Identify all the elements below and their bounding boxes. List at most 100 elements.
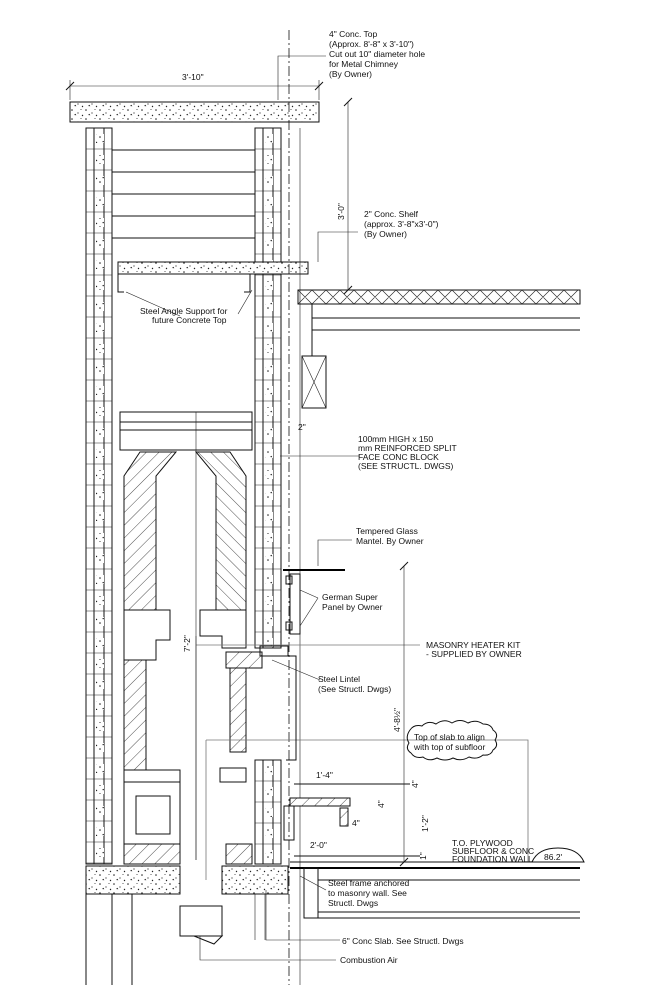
- block-core: [96, 176, 104, 185]
- floor-joist-upper: [297, 289, 581, 409]
- block-core: [265, 808, 273, 817]
- block-core: [96, 659, 104, 668]
- block-core: [265, 850, 273, 859]
- block-core: [96, 617, 104, 626]
- block-core: [96, 407, 104, 416]
- note-conc-shelf: 2" Conc. Shelf (approx. 3'-8"x3'-0") (By…: [364, 209, 441, 239]
- annotations: 3'-10" 4" Conc. Top (Approx. 8'-8" x 3'-…: [140, 29, 563, 965]
- block-core: [96, 575, 104, 584]
- heater-firebox: [123, 451, 263, 865]
- dim-upper-height: [343, 97, 353, 295]
- block-core: [265, 533, 273, 542]
- dim-1-4: 1'-4": [316, 770, 333, 780]
- block-core: [265, 386, 273, 395]
- note-steel-frame: Steel frame anchored to masonry wall. Se…: [328, 878, 412, 908]
- note-glass-mantel: Tempered Glass Mantel. By Owner: [356, 526, 424, 546]
- block-core: [96, 764, 104, 773]
- dim-mantel-height-label: 4'-8½": [392, 708, 402, 732]
- dim-1: 1": [418, 852, 428, 860]
- block-core: [265, 449, 273, 458]
- block-core: [96, 344, 104, 353]
- note-steel-angle: Steel Angle Support for future Concrete …: [140, 306, 230, 325]
- left-block-wall: [85, 127, 113, 878]
- block-core: [96, 491, 104, 500]
- block-core: [96, 155, 104, 164]
- block-core: [96, 281, 104, 290]
- block-core: [96, 260, 104, 269]
- note-heater-kit: MASONRY HEATER KIT - SUPPLIED BY OWNER: [426, 640, 523, 659]
- block-core: [265, 512, 273, 521]
- block-core: [96, 197, 104, 206]
- block-core: [265, 575, 273, 584]
- dim-upper-height-label: 3'-0": [336, 203, 346, 220]
- block-core: [265, 218, 273, 227]
- upper-chamber-boards: [112, 149, 255, 239]
- block-core: [96, 365, 104, 374]
- block-core: [96, 302, 104, 311]
- floor-lower: [290, 861, 580, 919]
- block-core: [96, 470, 104, 479]
- glass-mantel: [259, 569, 345, 761]
- block-core: [265, 302, 273, 311]
- dim-mantel-height: [399, 561, 409, 867]
- note-slab-align: Top of slab to align with top of subfloo…: [413, 732, 487, 752]
- note-conc-slab: 6" Conc Slab. See Structl. Dwgs: [342, 936, 464, 946]
- bottom-slab: [85, 865, 289, 985]
- slab-note-cloud: [406, 720, 498, 761]
- elevation-label: 86.2': [544, 852, 563, 862]
- block-core: [265, 155, 273, 164]
- dim-4c: 4": [352, 818, 360, 828]
- note-steel-lintel: Steel Lintel (See Structl. Dwgs): [318, 674, 391, 694]
- leader-lines: [125, 55, 360, 961]
- block-core: [265, 638, 273, 647]
- block-core: [265, 407, 273, 416]
- block-core: [265, 281, 273, 290]
- dim-4b: 4": [376, 800, 386, 808]
- block-core: [96, 785, 104, 794]
- block-core: [96, 806, 104, 815]
- block-core: [265, 365, 273, 374]
- block-core: [265, 134, 273, 143]
- block-core: [96, 323, 104, 332]
- dim-2-0: 2'-0": [310, 840, 327, 850]
- block-core: [96, 680, 104, 689]
- block-core: [96, 722, 104, 731]
- block-core: [96, 701, 104, 710]
- dim-gap-label: 2": [298, 422, 306, 432]
- block-core: [96, 428, 104, 437]
- heater-top-band: [119, 411, 253, 451]
- dim-4a: 4": [410, 780, 420, 788]
- block-core: [265, 344, 273, 353]
- block-core: [96, 134, 104, 143]
- block-core: [265, 239, 273, 248]
- note-german-panel: German Super Panel by Owner: [322, 592, 383, 612]
- block-core: [265, 787, 273, 796]
- hearth-steel-frame: [283, 783, 420, 857]
- block-core: [96, 218, 104, 227]
- block-core: [96, 827, 104, 836]
- block-core: [96, 512, 104, 521]
- block-core: [265, 766, 273, 775]
- note-tio: T.O. PLYWOOD SUBFLOOR & CONC FOUNDATION …: [452, 838, 537, 864]
- block-core: [265, 176, 273, 185]
- dim-heater-height-label: 7'-2": [182, 635, 192, 652]
- block-core: [96, 449, 104, 458]
- block-core: [265, 617, 273, 626]
- block-core: [265, 323, 273, 332]
- block-core: [96, 554, 104, 563]
- block-core: [96, 743, 104, 752]
- block-core: [96, 239, 104, 248]
- block-core: [265, 829, 273, 838]
- block-core: [265, 428, 273, 437]
- block-core: [265, 554, 273, 563]
- block-core: [265, 491, 273, 500]
- dim-1-2: 1'-2": [420, 815, 430, 832]
- block-core: [96, 533, 104, 542]
- concrete-shelf: [117, 261, 309, 293]
- block-core: [265, 197, 273, 206]
- block-core: [96, 848, 104, 857]
- concrete-top: [65, 80, 324, 123]
- block-core: [96, 386, 104, 395]
- block-core: [96, 638, 104, 647]
